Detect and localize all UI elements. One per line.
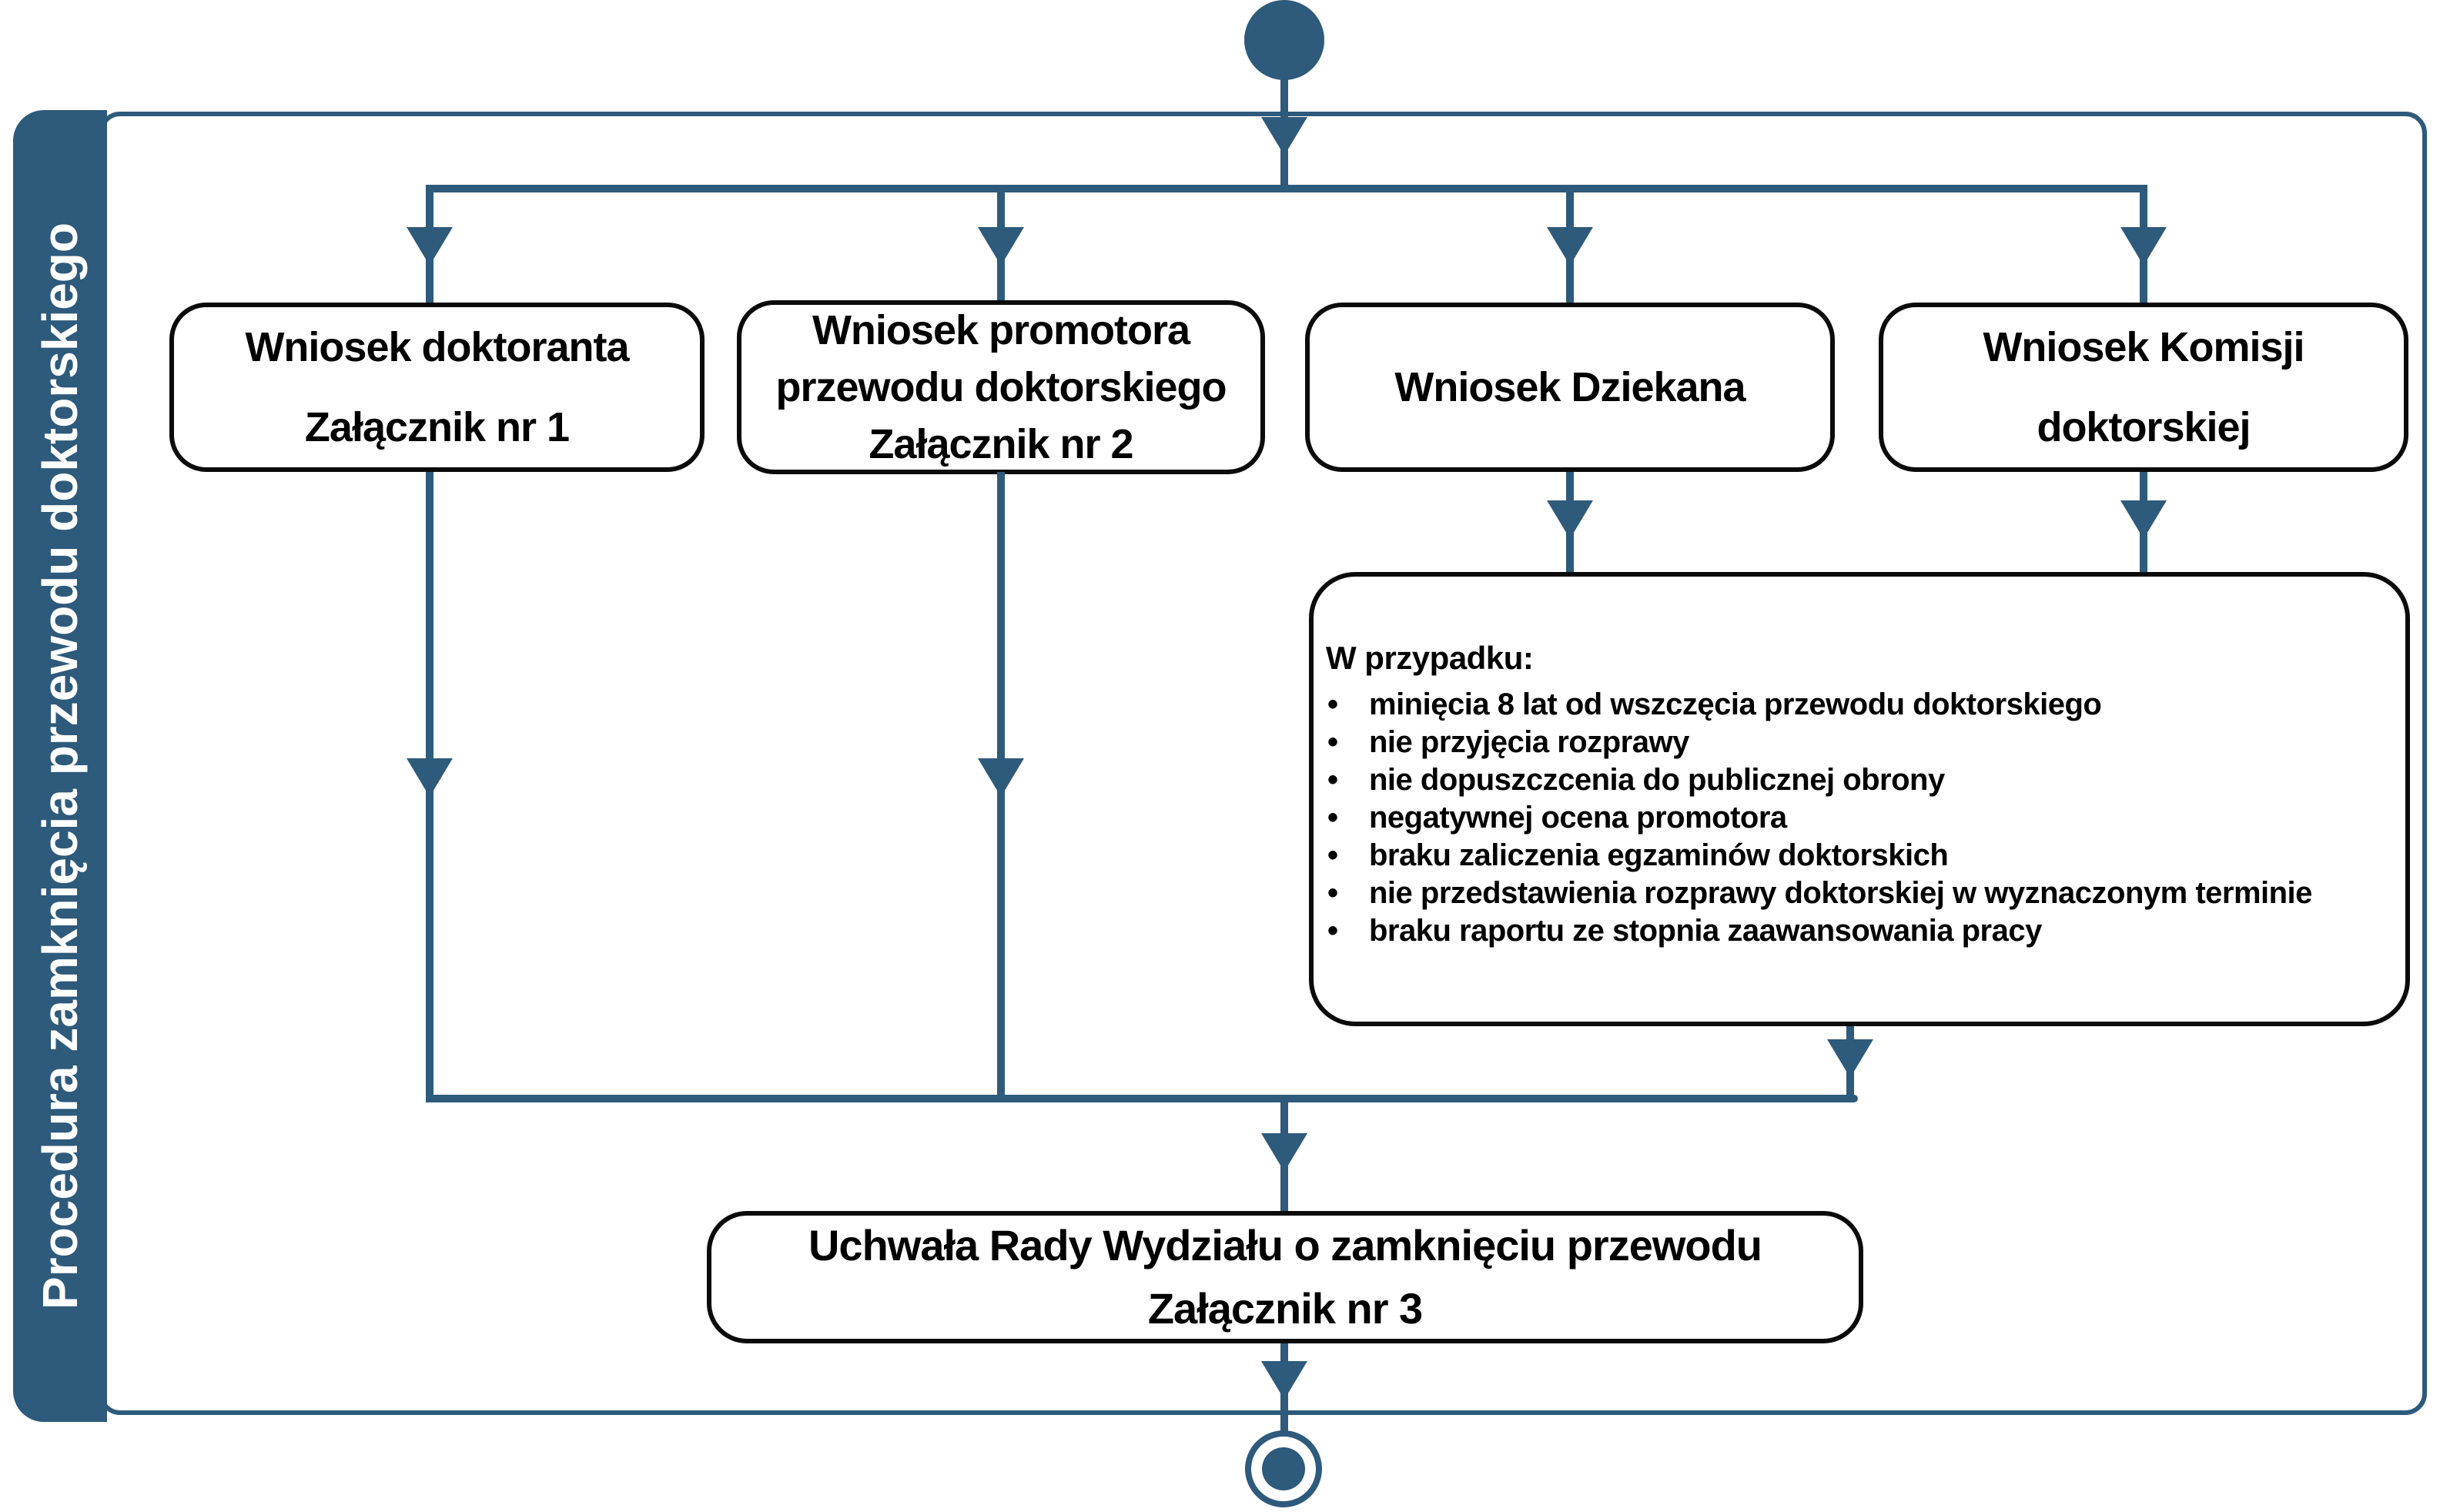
swimlane-title: Procedura zamknięcia przewodu doktorskie… <box>32 222 88 1310</box>
condition-item: nie przyjęcia rozprawy <box>1326 724 2387 761</box>
conditions-box: W przypadku: minięcia 8 lat od wszczęcia… <box>1309 572 2410 1026</box>
activity-box-wniosek-doktoranta: Wniosek doktoranta Załącznik nr 1 <box>169 303 705 472</box>
activity-label: Wniosek doktoranta <box>245 324 629 370</box>
arrow-down-icon <box>407 758 453 797</box>
activity-label: Uchwała Rady Wydziału o zamknięciu przew… <box>808 1221 1762 1269</box>
condition-item: braku raportu ze stopnia zaawansowania p… <box>1326 912 2387 950</box>
arrow-down-icon <box>407 227 453 266</box>
arrow-down-icon <box>1827 1039 1873 1078</box>
swimlane-header: Procedura zamknięcia przewodu doktorskie… <box>13 110 107 1422</box>
arrow-down-icon <box>1261 1133 1307 1172</box>
condition-item: minięcia 8 lat od wszczęcia przewodu dok… <box>1326 686 2387 724</box>
arrow-down-icon <box>1261 1361 1307 1400</box>
condition-item: braku zaliczenia egzaminów doktorskich <box>1326 837 2387 875</box>
conditions-title: W przypadku: <box>1326 640 1534 676</box>
arrow-down-icon <box>1547 500 1593 539</box>
activity-label: Wniosek promotora <box>812 307 1190 353</box>
arrow-down-icon <box>1261 117 1307 156</box>
activity-label: przewodu doktorskiego <box>775 364 1227 410</box>
condition-item: nie przedstawienia rozprawy doktorskiej … <box>1326 875 2387 912</box>
arrow-down-icon <box>2120 500 2167 539</box>
arrow-down-icon <box>978 227 1024 266</box>
arrow-down-icon <box>1547 227 1593 266</box>
end-node <box>1245 1430 1322 1507</box>
end-node-core <box>1262 1447 1305 1490</box>
activity-box-wniosek-promotora: Wniosek promotora przewodu doktorskiego … <box>737 300 1265 474</box>
activity-box-wniosek-komisji: Wniosek Komisji doktorskiej <box>1879 303 2408 472</box>
activity-label: Załącznik nr 3 <box>1147 1284 1423 1333</box>
condition-item: nie dopuszczcenia do publicznej obrony <box>1326 761 2387 799</box>
activity-box-wniosek-dziekana: Wniosek Dziekana <box>1305 303 1835 472</box>
activity-label: Załącznik nr 2 <box>869 421 1133 467</box>
activity-label: Wniosek Dziekana <box>1394 364 1745 410</box>
join-bar <box>426 1095 1858 1102</box>
start-node <box>1244 0 1324 80</box>
fork-bar <box>426 185 2147 192</box>
activity-label: doktorskiej <box>2037 404 2251 450</box>
activity-label: Załącznik nr 1 <box>304 404 570 450</box>
conditions-list: minięcia 8 lat od wszczęcia przewodu dok… <box>1326 686 2387 950</box>
arrow-down-icon <box>978 758 1024 797</box>
activity-label: Wniosek Komisji <box>1983 324 2304 370</box>
activity-box-uchwala: Uchwała Rady Wydziału o zamknięciu przew… <box>707 1211 1863 1343</box>
condition-item: negatywnej ocena promotora <box>1326 799 2387 837</box>
arrow-down-icon <box>2120 227 2167 266</box>
